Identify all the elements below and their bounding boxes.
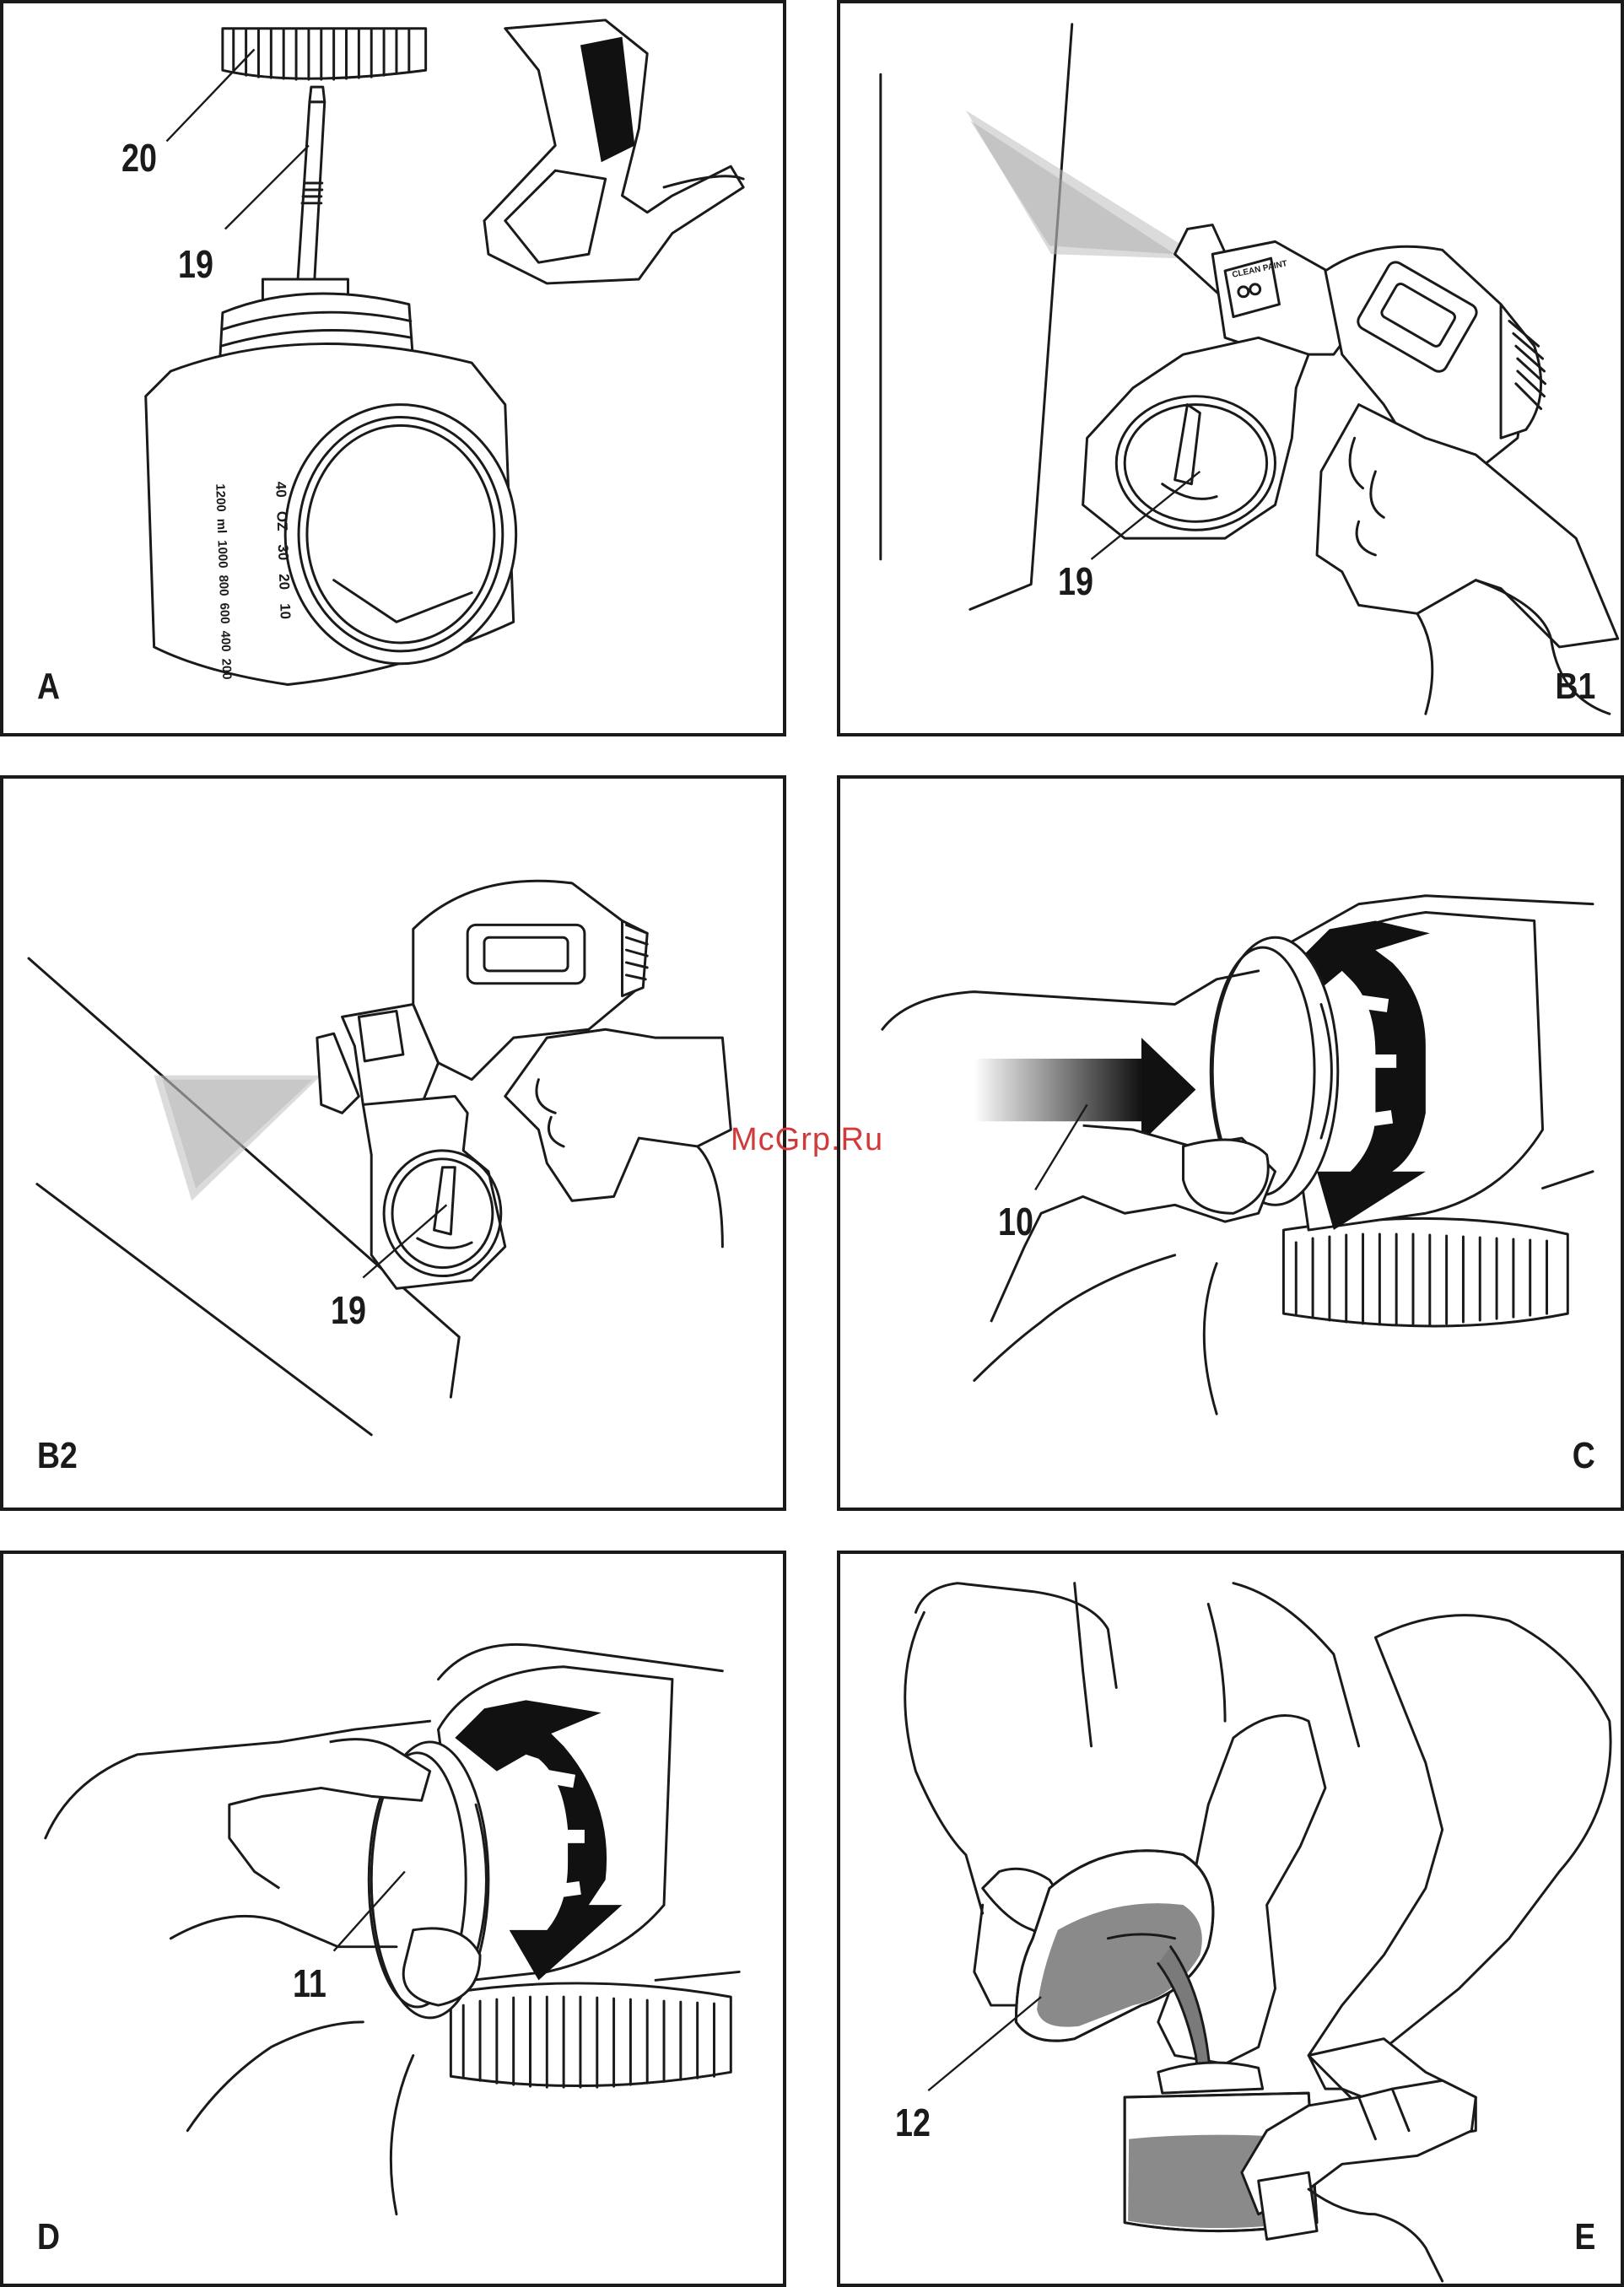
illustration-a-container-and-suction-tube [3, 3, 783, 733]
callout-12: 12 [895, 2100, 931, 2145]
panel-label-a: A [37, 666, 60, 708]
scale-ml-mark: 200 [213, 658, 238, 680]
scale-ml-mark: ml [209, 518, 234, 533]
callout-19: 19 [178, 241, 213, 287]
illustration-c-pressing-filter-cap [840, 779, 1621, 1508]
panel-c: 10 C [837, 775, 1624, 1511]
panel-label-b1: B1 [1555, 666, 1595, 708]
scale-oz-mark: 40 [268, 481, 293, 498]
scale-ml-mark: 400 [213, 630, 237, 652]
panel-a: 40 OZ 30 20 10 1200 ml 1000 800 600 400 … [0, 0, 786, 736]
watermark: McGrp.Ru [731, 1122, 883, 1158]
illustration-b2-spraying-level [3, 779, 783, 1508]
illustration-d-removing-filter-cap [3, 1554, 783, 2284]
callout-20: 20 [121, 135, 157, 181]
panel-e: 12 E [837, 1551, 1624, 2287]
panel-label-b2: B2 [37, 1435, 78, 1477]
panel-label-e: E [1574, 2216, 1595, 2258]
panel-d: 11 D [0, 1551, 786, 2287]
scale-ml-mark: 800 [211, 574, 235, 596]
scale-ml-mark: 1200 [208, 483, 232, 512]
callout-19: 19 [1058, 558, 1093, 604]
scale-oz-row: 40 OZ 30 20 10 [268, 481, 297, 617]
scale-oz-mark: 20 [272, 574, 296, 591]
panel-b1: CLEAN PAINT 19 B1 [837, 0, 1624, 736]
illustration-e-pouring-paint-into-container [840, 1554, 1621, 2284]
callout-10: 10 [998, 1199, 1033, 1244]
scale-ml-row: 1200 ml 1000 800 600 400 200 [208, 483, 236, 619]
scale-oz-mark: OZ [269, 510, 294, 531]
panel-label-c: C [1573, 1435, 1595, 1477]
callout-19: 19 [331, 1287, 366, 1333]
scale-oz-mark: 30 [271, 544, 295, 561]
callout-11: 11 [293, 1961, 326, 2006]
panel-label-d: D [37, 2216, 60, 2258]
illustration-b1-spraying-upward [840, 3, 1621, 733]
scale-oz-mark: 10 [272, 603, 297, 620]
scale-ml-mark: 600 [212, 602, 236, 624]
panel-b2: 19 B2 [0, 775, 786, 1511]
scale-ml-mark: 1000 [210, 540, 235, 569]
container-scale: 40 OZ 30 20 10 1200 ml 1000 800 600 400 … [115, 481, 296, 622]
